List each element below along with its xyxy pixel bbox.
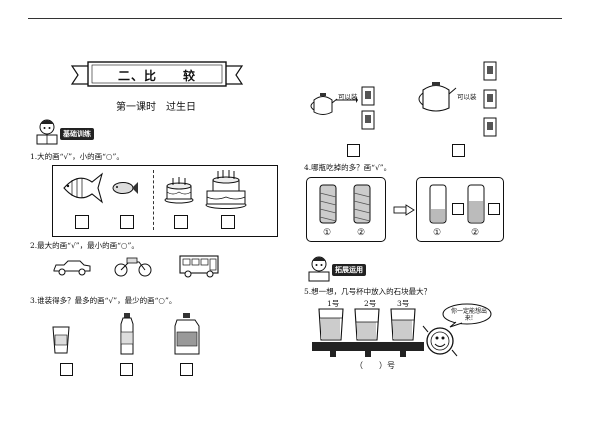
beaker-icon <box>318 308 344 341</box>
motorbike-icon <box>114 257 152 277</box>
jar-icon <box>319 184 337 224</box>
jar-icon <box>429 184 447 224</box>
boy-reading-icon <box>308 256 330 282</box>
jar-label-4: ② <box>471 228 480 238</box>
cake-icon <box>164 177 194 204</box>
answer-box-q4-a[interactable] <box>452 203 464 215</box>
can-hold-label-1: 可以装 <box>338 93 358 101</box>
cup-label-2: 2号 <box>364 299 377 308</box>
question-1-text: 1.大的画“√”，小的画“○”。 <box>30 152 124 161</box>
jug-icon <box>174 313 200 355</box>
jar-icon <box>353 184 371 224</box>
beaker-icon <box>354 308 380 341</box>
cup-label-1: 1号 <box>327 299 340 308</box>
question-3-text: 3.谁装得多？最多的画“√”，最少的画“○”。 <box>30 296 177 305</box>
arrow-icon <box>336 97 358 103</box>
bottle-icon <box>120 313 134 355</box>
answer-box-q1-b[interactable] <box>120 215 134 229</box>
question-1-divider <box>153 170 154 230</box>
ribbon-banner-icon <box>70 61 244 87</box>
speech-bubble <box>442 303 492 328</box>
shelf-leg <box>400 351 406 357</box>
answer-box-q3-a[interactable] <box>60 363 73 376</box>
answer-box-teapot-small[interactable] <box>347 144 360 157</box>
arrow-icon <box>393 204 415 216</box>
shelf <box>312 342 424 351</box>
question-1-frame <box>52 165 278 237</box>
cup-icon <box>52 326 70 354</box>
answer-box-q3-c[interactable] <box>180 363 193 376</box>
answer-box-q1-c[interactable] <box>174 215 188 229</box>
answer-box-q1-d[interactable] <box>221 215 235 229</box>
fish-icon <box>112 182 138 194</box>
jar-label-2: ② <box>357 228 366 238</box>
car-icon <box>53 260 91 276</box>
jar-label-3: ① <box>433 228 442 238</box>
shelf-leg <box>365 351 371 357</box>
question-4-text: 4.哪瓶吃掉的多？画“√”。 <box>304 163 392 172</box>
can-hold-label-2: 可以装 <box>457 93 477 101</box>
bus-icon <box>179 255 219 278</box>
cartoon-ball-icon <box>422 325 458 357</box>
top-rule <box>28 18 562 19</box>
lesson-title: 第一课时 过生日 <box>116 102 196 113</box>
teapot-icon <box>418 82 457 112</box>
beaker-icon <box>390 308 416 341</box>
jar-label-1: ① <box>323 228 332 238</box>
answer-box-q4-b[interactable] <box>488 203 500 215</box>
answer-box-q1-a[interactable] <box>75 215 89 229</box>
answer-blank[interactable]: （ ）号 <box>355 361 395 370</box>
thermos-icon <box>483 61 497 137</box>
section-badge-basic: 基础训练 <box>60 128 94 140</box>
question-4-frame-right <box>416 177 504 242</box>
boy-reading-icon <box>36 119 58 145</box>
cup-label-3: 3号 <box>397 299 410 308</box>
shelf-leg <box>330 351 336 357</box>
answer-box-teapot-large[interactable] <box>452 144 465 157</box>
answer-box-q3-b[interactable] <box>120 363 133 376</box>
cake-icon <box>205 170 247 209</box>
page-title: 二、比 较 <box>118 69 197 83</box>
question-4-frame-left <box>306 177 386 242</box>
thermos-icon <box>361 86 375 130</box>
teapot-icon <box>310 93 338 115</box>
question-5-text: 5.想一想，几号杯中放入的石块最大？ <box>304 287 432 296</box>
question-2-text: 2.最大的画“√”，最小的画“○”。 <box>30 241 139 250</box>
section-badge-extension: 拓展运用 <box>332 264 366 276</box>
jar-icon <box>467 184 485 224</box>
speech-bubble-text: 你一定能想出来! <box>450 308 487 322</box>
fish-icon <box>63 172 104 204</box>
